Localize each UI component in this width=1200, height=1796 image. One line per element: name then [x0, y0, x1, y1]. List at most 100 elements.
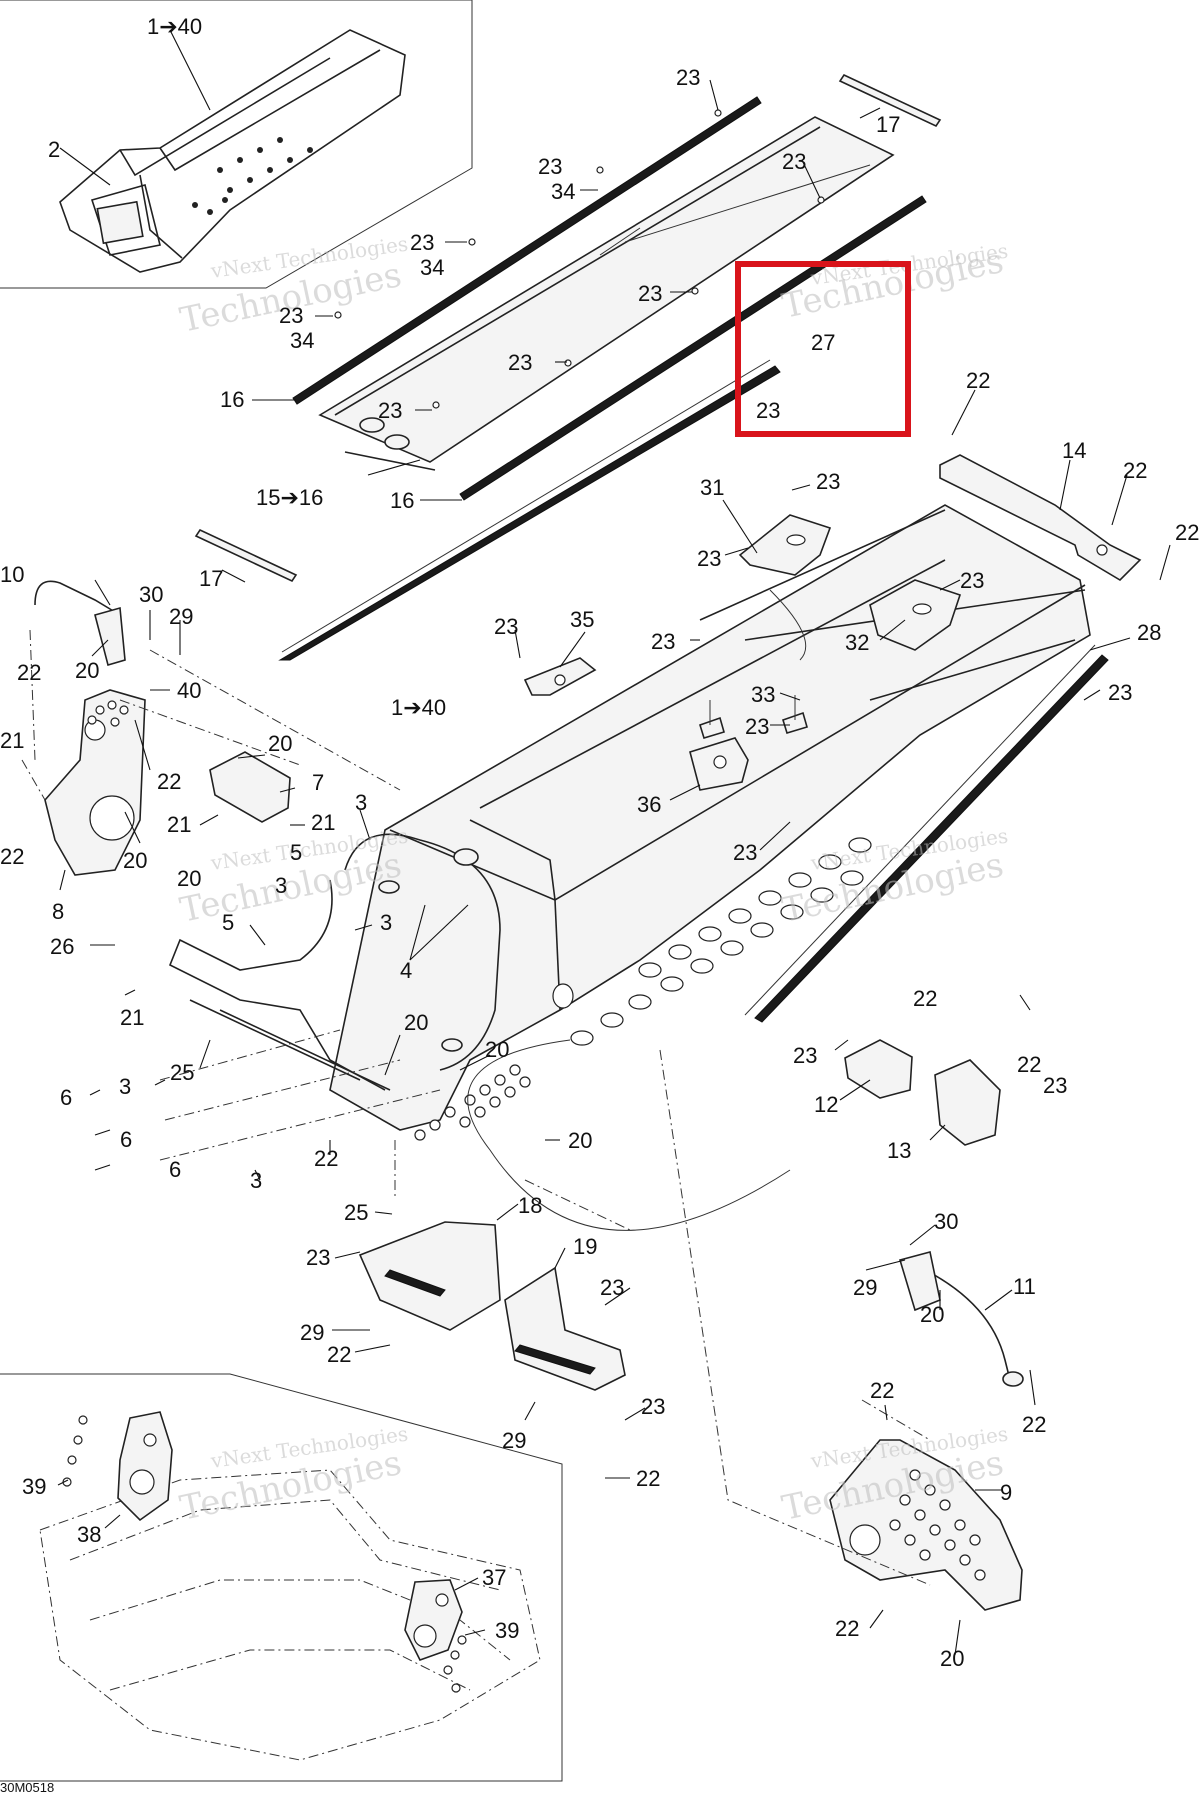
inset-top-left: [0, 0, 473, 289]
callout-label: 20: [177, 866, 201, 891]
callout-label: 23: [960, 568, 984, 593]
callout-label: 1➔40: [147, 14, 202, 39]
callout-label: 6: [169, 1157, 181, 1182]
callout-label: 30: [934, 1209, 958, 1234]
callout-label: 20: [75, 658, 99, 683]
bracket-35: [523, 657, 597, 696]
callout-label: 22: [966, 368, 990, 393]
callout-label: 16: [220, 387, 244, 412]
callout-label: 23: [638, 281, 662, 306]
callout-label: 22: [1017, 1052, 1041, 1077]
callout-label: 23: [641, 1394, 665, 1419]
callout-label: 7: [312, 770, 324, 795]
callout-label: 23: [494, 614, 518, 639]
callout-label: 9: [1000, 1480, 1012, 1505]
plate-9: [829, 1439, 1023, 1611]
callout-label: 31: [700, 475, 724, 500]
callout-label: 20: [485, 1037, 509, 1062]
callout-label: 23: [378, 398, 402, 423]
callout-label: 21: [120, 1005, 144, 1030]
callout-label: 23: [793, 1043, 817, 1068]
callout-label: 3: [119, 1074, 131, 1099]
callout-label: 20: [404, 1010, 428, 1035]
callout-label: 12: [814, 1092, 838, 1117]
callout-label: 38: [77, 1522, 101, 1547]
callout-label: 21: [0, 728, 24, 753]
callout-label: 3: [380, 910, 392, 935]
reference-code: 30M0518: [0, 1780, 54, 1795]
callout-label: 22: [0, 844, 24, 869]
callout-label: 34: [290, 328, 314, 353]
callout-label: 23: [306, 1245, 330, 1270]
callout-label: 23: [410, 230, 434, 255]
callout-label: 10: [0, 562, 24, 587]
callout-label: 21: [311, 810, 335, 835]
callout-label: 29: [300, 1320, 324, 1345]
callout-label: 22: [636, 1466, 660, 1491]
callout-label: 21: [167, 812, 191, 837]
callout-label: 23: [600, 1275, 624, 1300]
bracket-7: [209, 751, 291, 823]
callout-label: 25: [170, 1060, 194, 1085]
callout-label: 20: [940, 1646, 964, 1671]
callout-label: 1➔40: [391, 695, 446, 720]
callout-label: 8: [52, 899, 64, 924]
callout-label: 27: [811, 330, 835, 355]
callout-label: 13: [887, 1138, 911, 1163]
handle-10: [34, 580, 126, 667]
callout-label: 34: [551, 179, 575, 204]
callout-label: 20: [568, 1128, 592, 1153]
callout-label: 23: [816, 469, 840, 494]
callout-label: 23: [676, 65, 700, 90]
assembly-lines: [21, 589, 931, 1586]
callout-label: 32: [845, 630, 869, 655]
callout-label: 23: [1043, 1073, 1067, 1098]
callout-label: 6: [120, 1127, 132, 1152]
plate-8: [44, 689, 146, 876]
callout-label: 4: [400, 958, 412, 983]
callout-label: 29: [502, 1428, 526, 1453]
callout-label: 11: [1013, 1274, 1036, 1299]
callout-label: 30: [139, 582, 163, 607]
callout-label: 26: [50, 934, 74, 959]
callout-label: 20: [268, 731, 292, 756]
callout-label: 29: [853, 1275, 877, 1300]
callout-label: 23: [697, 546, 721, 571]
bracket-36: [689, 737, 749, 791]
callout-label: 28: [1137, 620, 1161, 645]
callout-label: 22: [1123, 458, 1147, 483]
callout-label: 34: [420, 255, 444, 280]
callout-label: 33: [751, 682, 775, 707]
bracket-19: [504, 1266, 626, 1391]
callout-label: 23: [651, 629, 675, 654]
callout-label: 23: [782, 149, 806, 174]
callout-label: 23: [538, 154, 562, 179]
callout-label: 6: [60, 1085, 72, 1110]
callout-label: 3: [355, 790, 367, 815]
callout-label: 19: [573, 1234, 597, 1259]
tunnel-main: [168, 504, 1109, 1141]
leader-lines: [57, 29, 1171, 1656]
callout-label: 23: [745, 714, 769, 739]
callout-label: 5: [290, 840, 302, 865]
callout-label: 23: [279, 303, 303, 328]
callout-label: 39: [22, 1474, 46, 1499]
tunnel-top-assembly: [194, 73, 942, 661]
callout-label: 29: [169, 604, 193, 629]
callout-label: 5: [222, 910, 234, 935]
highlight-box: [735, 261, 911, 437]
bracket-32: [869, 579, 962, 651]
callout-label: 39: [495, 1618, 519, 1643]
callout-label: 23: [733, 840, 757, 865]
callout-label: 3: [275, 873, 287, 898]
callout-label: 15➔16: [256, 485, 323, 510]
callout-label: 25: [344, 1200, 368, 1225]
callout-label: 20: [123, 848, 147, 873]
callout-label: 16: [390, 488, 414, 513]
callout-label: 22: [327, 1342, 351, 1367]
callout-label: 36: [637, 792, 661, 817]
bracket-18: [358, 1221, 501, 1331]
callout-label: 2: [48, 137, 60, 162]
callout-label: 23: [1108, 680, 1132, 705]
